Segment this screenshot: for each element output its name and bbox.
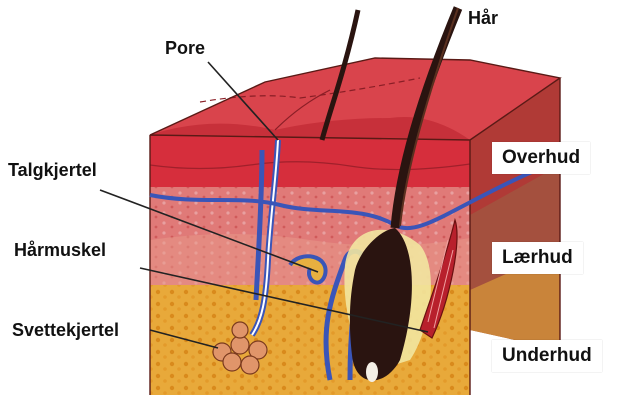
sebaceous-gland-label: Talgkjertel — [8, 160, 97, 181]
pore-label: Pore — [165, 38, 205, 59]
hair-muscle-label: Hårmuskel — [14, 240, 106, 261]
epidermis-layer — [150, 135, 470, 187]
epidermis-label: Overhud — [492, 142, 590, 174]
sweat-gland-label: Svettekjertel — [12, 320, 119, 341]
hair-label: Hår — [468, 8, 498, 29]
dermis-label: Lærhud — [492, 242, 583, 274]
subcutis-label: Underhud — [492, 340, 602, 372]
